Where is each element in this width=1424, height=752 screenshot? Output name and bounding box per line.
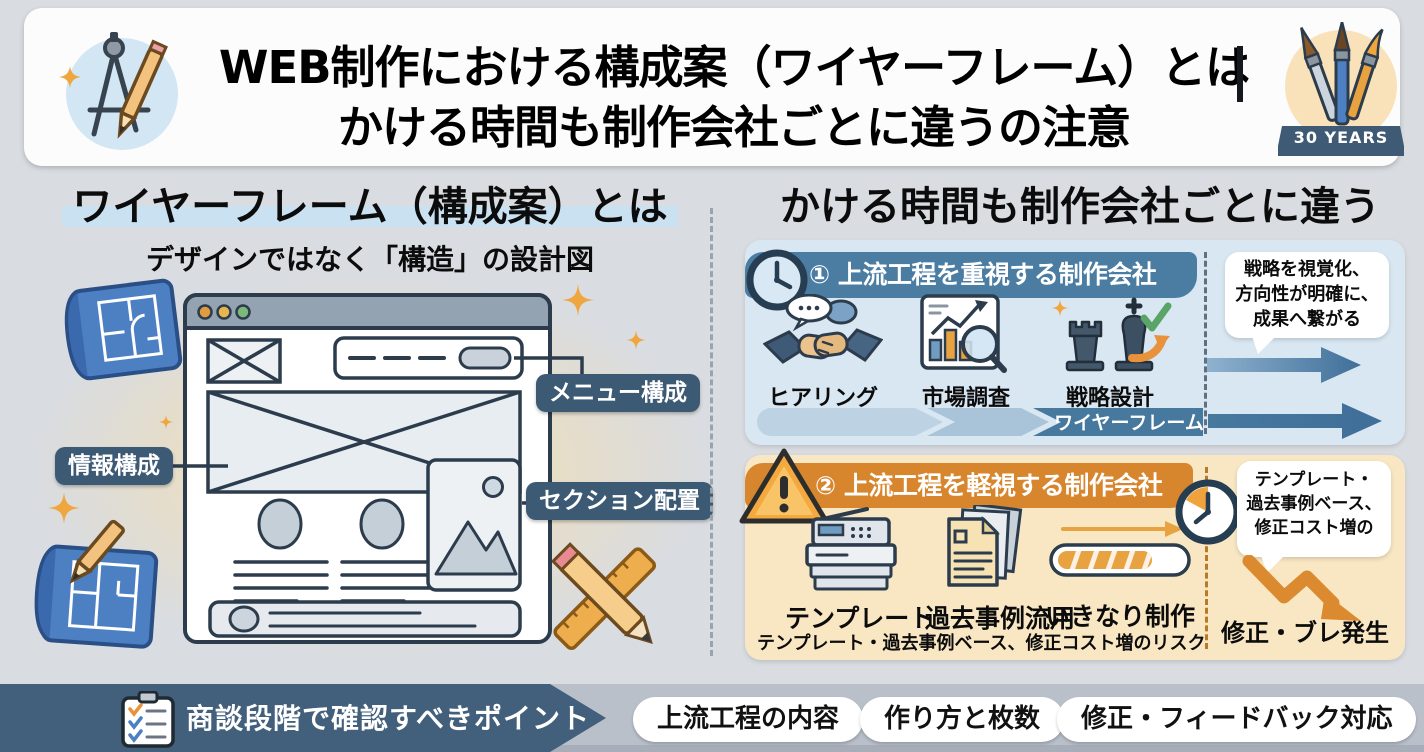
callout-info-structure: 情報構成 — [55, 447, 173, 485]
step-strategy: 戦略設計 — [1037, 292, 1183, 412]
wireframe-drawing — [34, 278, 705, 658]
market-chart-icon — [920, 294, 1007, 373]
section2-banner-label: ② 上流工程を軽視する制作会社 — [815, 471, 1163, 500]
step-rush-label: いきなり制作 — [1045, 602, 1196, 631]
footer-placeholder — [208, 600, 522, 638]
title-divider-bar — [1237, 46, 1243, 102]
section2-banner: ② 上流工程を軽視する制作会社 — [745, 463, 1193, 508]
badge-label: 30 YEARS — [1293, 128, 1389, 147]
upstream-neglecting-card: ② 上流工程を軽視する制作会社 テンプレート — [739, 448, 1405, 660]
handshake-icon — [762, 293, 884, 364]
logo-placeholder — [206, 338, 282, 384]
callout-section-layout: セクション配置 — [526, 482, 713, 520]
step-template-label: テンプレート — [785, 604, 935, 633]
process-progress-bar: ワイヤーフレーム — [757, 408, 1203, 436]
section1-note-bubble: 戦略を視覚化、 方向性が明確に、 成果へ繋がる — [1225, 252, 1389, 338]
panel-divider — [710, 208, 713, 656]
browser-window — [170, 293, 584, 644]
header: WEB制作における構成案（ワイヤーフレーム）とは かける時間も制作会社ごとに違う… — [24, 8, 1406, 166]
window-dot-3 — [235, 304, 251, 320]
ruler-pencil-icon — [550, 542, 657, 651]
window-dot-1 — [197, 304, 213, 320]
section1-banner-label: ① 上流工程を重視する制作会社 — [809, 260, 1157, 289]
right-panel-heading: かける時間も制作会社ごとに違う — [780, 184, 1380, 230]
section2-divider — [1205, 467, 1208, 649]
window-dot-2 — [216, 304, 232, 320]
footer-pill-method: 作り方と枚数 — [860, 697, 1065, 742]
step-rush: いきなり制作 — [1045, 517, 1195, 633]
callout-menu-structure: メニュー構成 — [536, 374, 700, 412]
clock-warning-icon — [1175, 479, 1241, 545]
outcome-arrow-1 — [1207, 347, 1361, 383]
progress-bar-label: ワイヤーフレーム — [1054, 412, 1203, 434]
blueprint-scroll-icon — [64, 278, 183, 381]
step-research: 市場調査 — [903, 292, 1029, 412]
decline-zigzag-arrow — [1242, 555, 1361, 621]
step-strategy-label: 戦略設計 — [1065, 386, 1154, 411]
warning-icon — [739, 448, 829, 524]
upstream-focused-card: ① 上流工程を重視する制作会社 ヒアリング — [745, 240, 1405, 445]
browser-titlebar — [183, 293, 552, 330]
anniversary-badge: 30 YEARS — [1276, 21, 1406, 164]
section2-note-bubble: テンプレート・ 過去事例ベース、 修正コスト増の — [1237, 461, 1391, 557]
documents-stack-icon — [947, 502, 1023, 587]
check-icon — [1140, 302, 1172, 332]
title-line-2: かける時間も制作会社ごとに違うの注意 — [337, 101, 1131, 154]
step-hearing: ヒアリング — [759, 293, 887, 412]
avatar-columns — [233, 498, 436, 603]
note2-tail — [1261, 555, 1285, 573]
footer-pill-upstream: 上流工程の内容 — [633, 697, 864, 742]
section2-result-label: 修正・ブレ発生 — [1221, 619, 1389, 647]
image-placeholder — [426, 458, 522, 592]
chess-strategy-icon — [1051, 297, 1172, 372]
footer-title: 商談段階で確認すべきポイント — [186, 702, 591, 735]
section1-banner: ① 上流工程を重視する制作会社 — [745, 252, 1197, 298]
note1-tail — [1252, 336, 1276, 354]
title-line-1: WEB制作における構成案（ワイヤーフレーム）とは — [218, 41, 1250, 94]
step-reuse: 過去事例流用 — [925, 502, 1075, 635]
left-panel-heading: ワイヤーフレーム（構成案）とは — [50, 182, 690, 232]
paintbrushes-icon — [1276, 21, 1406, 156]
compass-pencil-icon — [59, 32, 178, 150]
section1-divider — [1204, 252, 1207, 434]
wireframe-illustration: 情報構成 メニュー構成 セクション配置 — [30, 270, 713, 668]
page-title: WEB制作における構成案（ワイヤーフレーム）とは かける時間も制作会社ごとに違う… — [204, 38, 1264, 158]
clock-icon — [746, 249, 808, 311]
checklist-clipboard-icon — [121, 691, 175, 748]
footer-bottom-shade — [0, 745, 1424, 752]
outcome-arrow-2 — [1208, 403, 1382, 439]
section2-caption: テンプレート・過去事例ベース、修正コスト増のリスク — [757, 633, 1206, 654]
footer-pill-feedback: 修正・フィードバック対応 — [1057, 697, 1417, 742]
step-research-label: 市場調査 — [921, 386, 1010, 411]
blueprint-pencil-icon — [34, 519, 159, 649]
copier-icon — [805, 507, 897, 591]
rush-progress-icon — [1049, 521, 1191, 577]
nav-bar — [333, 336, 524, 380]
step-hearing-label: ヒアリング — [767, 386, 878, 411]
step-template: テンプレート — [785, 505, 935, 635]
left-panel-subheading: デザインではなく「構造」の設計図 — [145, 243, 594, 276]
